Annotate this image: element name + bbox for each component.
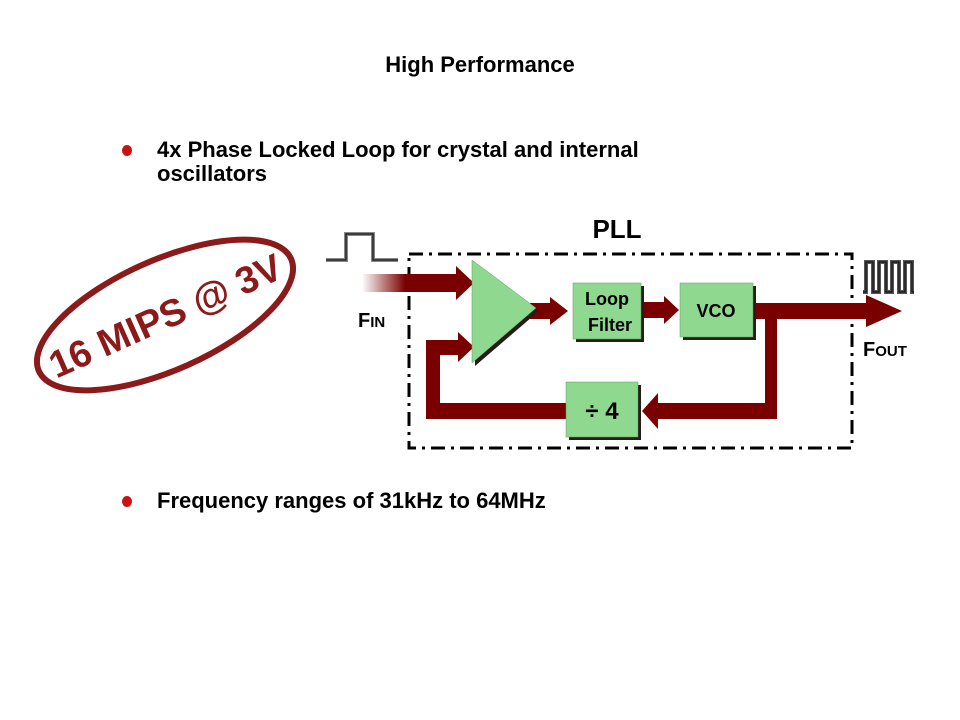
comparator-to-filter-arrow bbox=[530, 297, 568, 325]
bullet-text: Frequency ranges of 31kHz to 64MHz bbox=[157, 488, 546, 513]
output-pulse-train-icon bbox=[863, 260, 914, 294]
bullet-text: 4x Phase Locked Loop for crystal and int… bbox=[157, 138, 639, 186]
bullet-dot-icon bbox=[122, 496, 132, 507]
divider-block: ÷ 4 bbox=[565, 381, 641, 440]
filter-to-vco-arrow bbox=[644, 296, 679, 324]
pll-title: PLL bbox=[592, 214, 641, 244]
fin-label: FIN bbox=[358, 310, 385, 332]
slide-title: High Performance bbox=[385, 52, 575, 77]
bullet-dot-icon bbox=[122, 145, 132, 156]
vco-output-arrow bbox=[753, 295, 902, 327]
fin-arrow bbox=[362, 266, 474, 300]
fin-label-f: F bbox=[358, 310, 370, 332]
mips-stamp-text: 16 MIPS @ 3V bbox=[43, 246, 289, 386]
vco-label: VCO bbox=[696, 301, 735, 321]
fout-label: FOUT bbox=[863, 339, 907, 361]
loop-filter-block: Loop Filter bbox=[572, 282, 644, 342]
input-pulse-icon bbox=[326, 232, 398, 262]
fout-label-f: F bbox=[863, 339, 875, 361]
phase-comparator-triangle bbox=[471, 259, 539, 366]
feedback-path bbox=[426, 303, 777, 429]
vco-block: VCO bbox=[679, 282, 756, 340]
divider-label: ÷ 4 bbox=[585, 398, 619, 425]
loop-filter-label-2: Filter bbox=[588, 315, 632, 335]
loop-filter-label-1: Loop bbox=[585, 289, 629, 309]
fout-label-sub: OUT bbox=[875, 343, 907, 360]
fin-label-sub: IN bbox=[370, 314, 385, 331]
bullet-line-1: 4x Phase Locked Loop for crystal and int… bbox=[157, 137, 639, 162]
bullet-line-2: oscillators bbox=[157, 161, 268, 186]
mips-stamp: 16 MIPS @ 3V bbox=[33, 236, 297, 394]
